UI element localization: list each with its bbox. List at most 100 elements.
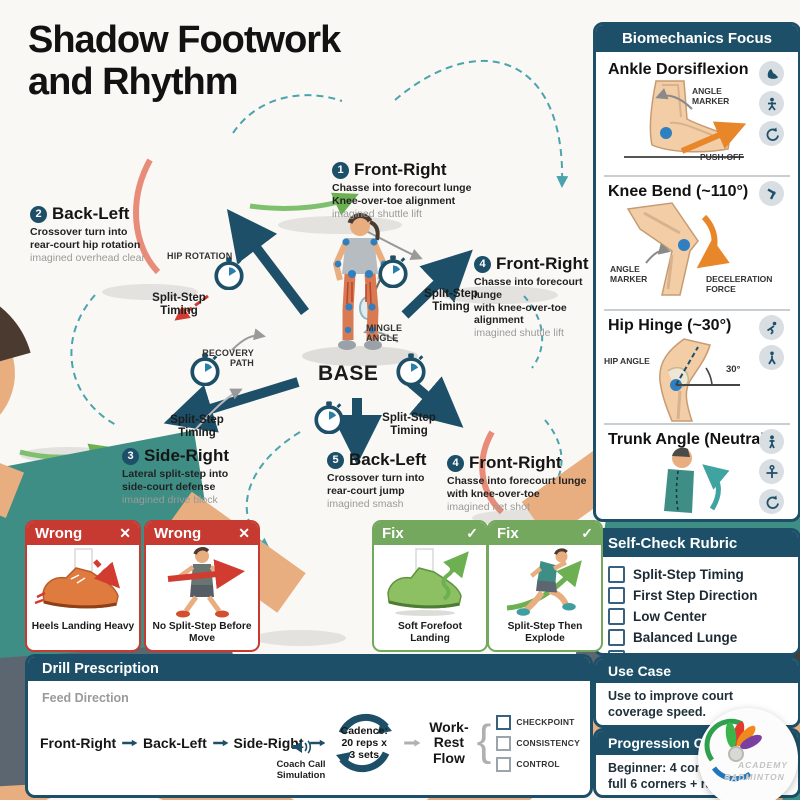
cadence-cycle: Cadence: 20 reps x 3 sets: [330, 709, 398, 777]
rubric-item: Split-Step Timing: [608, 566, 786, 583]
hip-illustration: [659, 338, 740, 422]
trunk-title: Trunk Angle (Neutral): [608, 431, 771, 448]
coach-call: Coach Call Simulation: [258, 739, 344, 782]
rubric-header: Self-Check Rubric: [596, 531, 798, 557]
alignment-cross-icon: [759, 459, 784, 484]
use-case-header: Use Case: [596, 659, 798, 683]
brace-glyph: {: [476, 716, 492, 766]
knee-icon: [759, 181, 784, 206]
mingle-angle-label: MINGLE ANGLE: [366, 323, 403, 343]
foot-icon: [759, 61, 784, 86]
hip-angle-value: 30°: [726, 364, 741, 375]
x-icon: ✕: [238, 525, 250, 541]
cadence-line: Cadence:: [340, 724, 388, 737]
checkbox[interactable]: [608, 608, 625, 625]
fix-caption: Soft Forefoot Landing: [398, 621, 462, 644]
check-row: CONTROL: [496, 756, 580, 772]
wrong-label: Wrong: [154, 525, 202, 542]
biomechanics-header: Biomechanics Focus: [596, 25, 798, 52]
drill-header: Drill Prescription: [28, 657, 590, 681]
coach-call-label: Coach Call Simulation: [276, 759, 326, 781]
rubric-item: First Step Direction: [608, 587, 786, 604]
split-step-timing-label: Split-Step Timing: [424, 288, 478, 314]
checkbox[interactable]: [496, 735, 512, 751]
fix-label: Fix: [497, 525, 519, 542]
rubric-item: Fast Recovery: [608, 650, 786, 653]
arrow-right-icon: [122, 739, 138, 747]
page-title: Shadow Footwork and Rhythm: [28, 19, 341, 103]
section-divider: [604, 175, 790, 177]
work-rest-flow-label: Work-Rest Flow: [429, 718, 469, 766]
check-icon: ✓: [581, 525, 593, 541]
checkbox[interactable]: [608, 566, 625, 583]
station-number-badge: 3: [122, 447, 139, 465]
wrong-label: Wrong: [35, 525, 83, 542]
hip-rotation-label: HIP ROTATION: [167, 251, 233, 261]
section-divider: [604, 309, 790, 311]
split-step-explode-illustration: [489, 545, 601, 621]
drill-flow: Front-Right Back-Left Side-Right Cadence…: [40, 709, 580, 777]
station-number-badge: 5: [327, 451, 344, 469]
logo-text-line2: BADMINTON: [724, 772, 785, 782]
wrong-card-1: Wrong ✕ Heels Landing Heavy: [25, 520, 141, 652]
hip-title: Hip Hinge (~30°): [608, 317, 732, 334]
checkbox[interactable]: [608, 629, 625, 646]
fix-label: Fix: [382, 525, 404, 542]
ankle-title: Ankle Dorsiflexion: [608, 61, 749, 78]
split-step-timing-label: Split-Step Timing: [170, 414, 224, 440]
split-step-timing-label: Split-Step Timing: [152, 292, 206, 318]
shuttlecock-logo-icon: [704, 718, 762, 782]
cadence-line: 20 reps x: [341, 736, 388, 749]
recovery-path-label: RECOVERY PATH: [202, 348, 254, 368]
biomechanics-panel: Biomechanics Focus Ankle Dorsiflexion AN…: [593, 22, 800, 522]
checkbox[interactable]: [496, 756, 512, 772]
fix-card-2: Fix ✓ Split-Step Then Explode: [487, 520, 603, 652]
hip-figure-icon: [759, 345, 784, 370]
trunk-illustration: [664, 447, 730, 513]
hip-angle-label: HIP ANGLE: [604, 356, 650, 366]
station-number-badge: 4: [447, 454, 464, 472]
feed-direction-label: Feed Direction: [42, 691, 129, 705]
station-number-badge: 2: [30, 205, 47, 223]
wrong-caption: No Split-Step Before Move: [152, 621, 252, 644]
athlete-icon: [759, 315, 784, 340]
check-flags: CHECKPOINT CONSISTENCY CONTROL: [496, 712, 580, 775]
base-label: BASE: [318, 362, 379, 385]
angle-marker-label: ANGLE MARKER: [610, 264, 648, 284]
person-icon: [759, 429, 784, 454]
checkbox[interactable]: [608, 650, 625, 653]
check-row: CHECKPOINT: [496, 714, 580, 730]
push-off-label: PUSH-OFF: [700, 152, 744, 162]
checkbox[interactable]: [496, 714, 512, 730]
speaker-icon: [292, 740, 312, 754]
person-icon: [759, 91, 784, 116]
forefoot-landing-illustration: [374, 545, 486, 621]
knee-illustration: [626, 202, 730, 296]
fix-card-1: Fix ✓ Soft Forefoot Landing: [372, 520, 488, 652]
check-row: CONSISTENCY: [496, 735, 580, 751]
no-split-step-illustration: [146, 545, 258, 621]
drill-step: Front-Right: [40, 735, 117, 751]
logo-text-line1: ACADEMY: [738, 760, 788, 770]
arrow-right-icon: [212, 739, 229, 747]
section-divider: [604, 423, 790, 425]
fix-caption: Split-Step Then Explode: [507, 621, 583, 644]
heel-landing-illustration: [27, 545, 139, 621]
wrong-card-2: Wrong ✕ No Split-Step Before Move: [144, 520, 260, 652]
checkbox[interactable]: [608, 587, 625, 604]
rotate-icon: [759, 121, 784, 146]
station-number-badge: 1: [332, 161, 349, 179]
split-step-timing-label: Split-Step Timing: [382, 412, 436, 438]
check-icon: ✓: [466, 525, 478, 541]
rubric-item: Low Center: [608, 608, 786, 625]
wrong-caption: Heels Landing Heavy: [31, 621, 135, 632]
use-case-body: Use to improve court coverage speed.: [608, 689, 734, 719]
drill-step: Side-Right: [233, 735, 304, 751]
x-icon: ✕: [119, 525, 131, 541]
